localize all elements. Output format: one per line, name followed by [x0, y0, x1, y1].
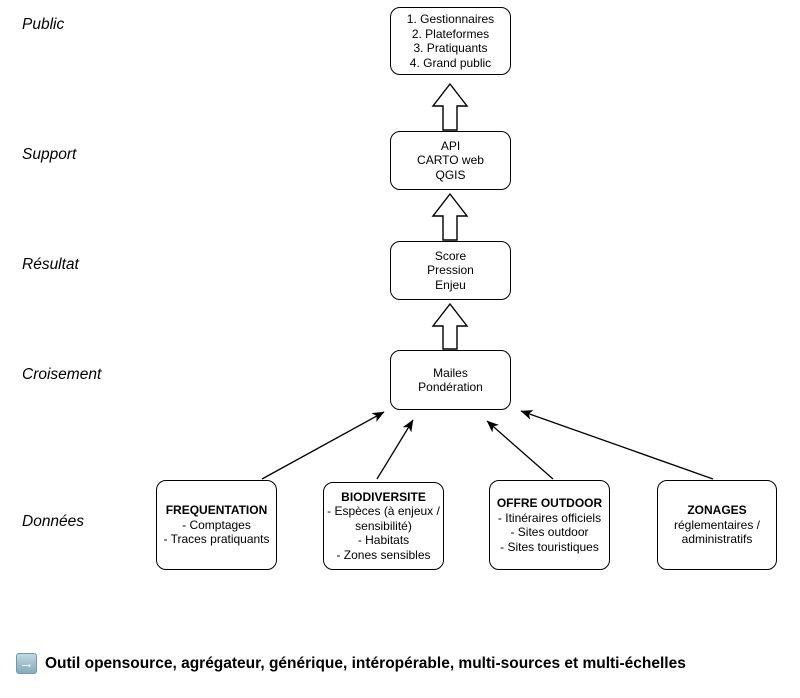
box-line: - Espèces (à enjeux / sensibilité) — [327, 504, 440, 533]
box-line: Enjeu — [435, 277, 466, 292]
box-line: 4. Grand public — [409, 55, 492, 70]
data-arrow-offre-outdoor — [486, 420, 554, 480]
level-label-resultat: Résultat — [22, 256, 79, 273]
footer-note: → Outil opensource, agrégateur, génériqu… — [16, 653, 686, 674]
box-line: - Itinéraires officiels — [497, 510, 602, 525]
block-arrow-up-1 — [431, 82, 469, 131]
right-arrow-emoji-icon: → — [16, 653, 37, 674]
box-line: API — [440, 138, 461, 153]
box-title: BIODIVERSITE — [341, 489, 426, 504]
box-public: 1. Gestionnaires 2. Plateformes 3. Prati… — [390, 7, 511, 75]
box-title: FREQUENTATION — [165, 503, 268, 518]
box-line: - Comptages — [182, 517, 251, 532]
box-line: 3. Pratiquants — [413, 41, 488, 55]
box-line: - Zones sensibles — [336, 547, 431, 562]
box-line: 2. Plateformes — [411, 26, 490, 41]
box-line: - Sites touristiques — [500, 539, 599, 554]
box-title: ZONAGES — [687, 503, 747, 518]
box-line: - Habitats — [357, 533, 410, 548]
box-line: QGIS — [435, 167, 466, 182]
data-arrow-zonages — [520, 410, 714, 480]
box-biodiversite: BIODIVERSITE - Espèces (à enjeux / sensi… — [323, 482, 444, 570]
box-croisement: Mailes Pondération — [390, 350, 511, 410]
data-arrow-frequentation — [261, 411, 385, 480]
box-line: Mailes — [433, 365, 468, 380]
box-line: Pression — [427, 263, 474, 278]
block-arrow-up-2 — [431, 192, 469, 241]
box-line: Score — [434, 248, 467, 263]
block-arrow-up-3 — [431, 302, 469, 350]
box-line: Pondération — [418, 380, 483, 394]
box-frequentation: FREQUENTATION - Comptages - Traces prati… — [156, 480, 277, 570]
level-label-donnees: Données — [22, 513, 85, 530]
box-title: OFFRE OUTDOOR — [496, 496, 603, 510]
box-resultat: Score Pression Enjeu — [390, 241, 511, 300]
box-line: réglementaires / administratifs — [673, 517, 761, 547]
level-label-croisement: Croisement — [22, 366, 102, 383]
level-label-support: Support — [22, 146, 77, 163]
box-offre-outdoor: OFFRE OUTDOOR - Itinéraires officiels - … — [489, 480, 610, 570]
box-line: - Sites outdoor — [510, 525, 589, 539]
box-support: API CARTO web QGIS — [390, 131, 511, 190]
box-line: 1. Gestionnaires — [406, 12, 495, 26]
box-zonages: ZONAGES réglementaires / administratifs — [657, 480, 777, 570]
level-label-public: Public — [22, 16, 65, 33]
data-arrow-biodiversite — [376, 419, 414, 480]
footer-text: Outil opensource, agrégateur, générique,… — [45, 654, 686, 672]
box-line: - Traces pratiquants — [163, 532, 270, 547]
box-line: CARTO web — [417, 153, 484, 168]
